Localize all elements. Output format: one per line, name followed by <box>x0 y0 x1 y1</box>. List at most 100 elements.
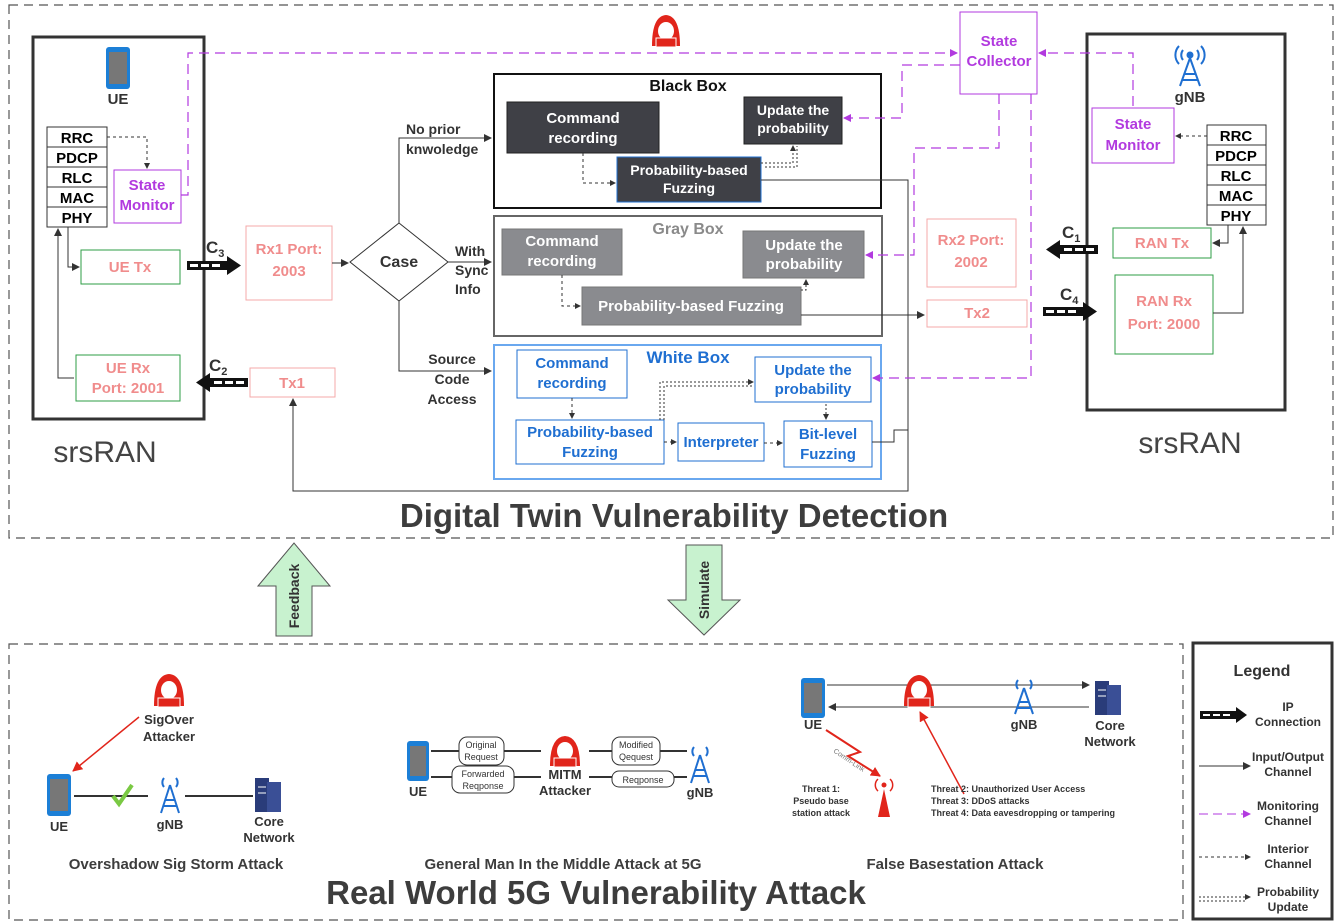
mitm-modified-l1: Modified <box>619 740 653 750</box>
simulate-arrow <box>666 544 742 636</box>
rx2-l2: 2002 <box>954 254 987 271</box>
legend-box <box>1191 641 1334 921</box>
ue-rx-box <box>75 354 181 402</box>
mitm-hacker-icon <box>550 736 580 768</box>
fbs-hacker-icon <box>904 675 934 708</box>
mitm-orig-l2: Request <box>464 752 498 762</box>
ue-protocol-stack: RRC PDCP RLC MAC PHY <box>46 126 108 228</box>
white-prob-update <box>659 379 754 420</box>
fbs-threat1-l2: Pseudo base <box>793 796 849 806</box>
ue-interior-link <box>107 136 150 169</box>
case-to-black <box>398 134 492 223</box>
white-interpreter-box <box>677 422 765 462</box>
white-update-l2: probability <box>775 381 852 398</box>
black-fuzz-l2: Fuzzing <box>663 180 715 196</box>
mitm-ue: UE <box>409 784 427 799</box>
branch-top-l1: No prior <box>406 121 461 137</box>
gnb-state-monitor-l2: Monitor <box>1106 137 1161 154</box>
state-collector-l1: State <box>981 33 1018 50</box>
black-update-l1: Update the <box>757 102 830 118</box>
branch-bot-l1: Source <box>428 351 476 367</box>
gray-fuzz-box <box>581 286 802 326</box>
ue-state-monitor-box <box>113 169 182 224</box>
gray-update-box <box>742 230 865 279</box>
tx2-label: Tx2 <box>964 305 990 322</box>
black-fuzz-box <box>616 156 762 203</box>
gray-update-l2: probability <box>766 256 843 273</box>
white-prob-update-2 <box>663 385 753 420</box>
ue-stack-mac: MAC <box>60 190 94 207</box>
ran-tx-label: RAN Tx <box>1135 235 1190 252</box>
sigover-server-icon <box>255 778 281 812</box>
white-bit-l1: Bit-level <box>799 426 857 443</box>
black-update-box <box>743 96 843 145</box>
c3-label: C3 <box>206 238 224 260</box>
fbs-threat2: Threat 2: Unauthorized User Access <box>931 784 1085 794</box>
legend-ip-l2: Connection <box>1255 715 1321 729</box>
white-fuzz-l2: Fuzzing <box>562 444 618 461</box>
ue-stack-pdcp: PDCP <box>56 150 98 167</box>
branch-mid-l1: With <box>455 243 485 259</box>
sigover-attacker-l1: SigOver <box>144 712 194 727</box>
tx1-label: Tx1 <box>279 375 305 392</box>
ue-tx-box <box>80 249 181 285</box>
real-world-frame <box>8 643 1184 921</box>
legend-ip-symbol <box>1200 707 1247 723</box>
fbs-ue: UE <box>804 717 822 732</box>
fbs-threat3: Threat 3: DDoS attacks <box>931 796 1030 806</box>
white-fuzz-l1: Probability-based <box>527 424 653 441</box>
tx2-port-box <box>926 299 1028 328</box>
ip-connection-c1 <box>1046 240 1098 259</box>
rx1-l1: Rx1 Port: <box>256 241 323 258</box>
legend-monitor-l2: Channel <box>1264 814 1311 828</box>
mitm-forwarded-l1: Forwarded <box>461 769 504 779</box>
legend-title: Legend <box>1234 663 1291 680</box>
gray-cmd-box <box>501 228 623 276</box>
gnb-phy-to-tx <box>1212 225 1229 247</box>
gray-fuzz-label: Probability-based Fuzzing <box>598 298 784 315</box>
mitm-orig-box <box>458 736 505 766</box>
gray-cmd-to-fuzz <box>561 275 581 309</box>
ue-rx-l1: UE Rx <box>106 360 151 377</box>
black-prob-update <box>761 145 796 164</box>
sigover-gnb: gNB <box>157 817 184 832</box>
ue-rx-to-phy <box>54 228 74 379</box>
ue-state-monitor-l2: Monitor <box>120 197 175 214</box>
mitm-resp-box <box>611 770 675 788</box>
c1-label: C1 <box>1062 223 1080 245</box>
legend-interior-l2: Channel <box>1264 857 1311 871</box>
rx2-l1: Rx2 Port: <box>938 232 1005 249</box>
mitm-antenna-icon <box>690 746 710 784</box>
branch-bot-l3: Access <box>427 391 476 407</box>
ran-rx-l1: RAN Rx <box>1136 293 1192 310</box>
white-box-title: White Box <box>646 348 730 367</box>
gnb-stack-phy: PHY <box>1221 208 1252 225</box>
output-to-tx1 <box>289 179 909 492</box>
fbs-pseudo-tower-icon <box>874 778 894 817</box>
ue-stack-phy: PHY <box>62 210 93 227</box>
sigover-core-l1: Core <box>254 814 284 829</box>
sigover-antenna-icon <box>160 777 180 814</box>
feedback-arrow <box>256 542 332 637</box>
ip-connection-c3 <box>187 256 241 275</box>
white-interpreter-label: Interpreter <box>683 434 758 451</box>
gray-cmd-l2: recording <box>527 253 596 270</box>
legend-prob-l2: Update <box>1268 900 1309 914</box>
ran-rx-box <box>1114 274 1214 355</box>
gnb-state-monitor-l1: State <box>1115 116 1152 133</box>
rx1-l2: 2003 <box>272 263 305 280</box>
fbs-core-l2: Network <box>1084 734 1136 749</box>
gray-box-title: Gray Box <box>652 221 723 238</box>
legend-io-l1: Input/Output <box>1252 750 1324 764</box>
fbs-antenna-icon <box>1014 679 1034 715</box>
branch-mid-l2: Sync <box>455 262 489 278</box>
ran-tx-box <box>1112 227 1212 259</box>
gnb-stack-rlc: RLC <box>1221 168 1252 185</box>
fbs-threat1-l1: Threat 1: <box>802 784 840 794</box>
case-label: Case <box>380 254 418 271</box>
legend-io-l2: Channel <box>1264 765 1311 779</box>
gnb-stack-rrc: RRC <box>1220 128 1253 145</box>
hacker-icon-top <box>652 15 680 48</box>
title-real-world: Real World 5G Vulnerability Attack <box>326 874 866 911</box>
